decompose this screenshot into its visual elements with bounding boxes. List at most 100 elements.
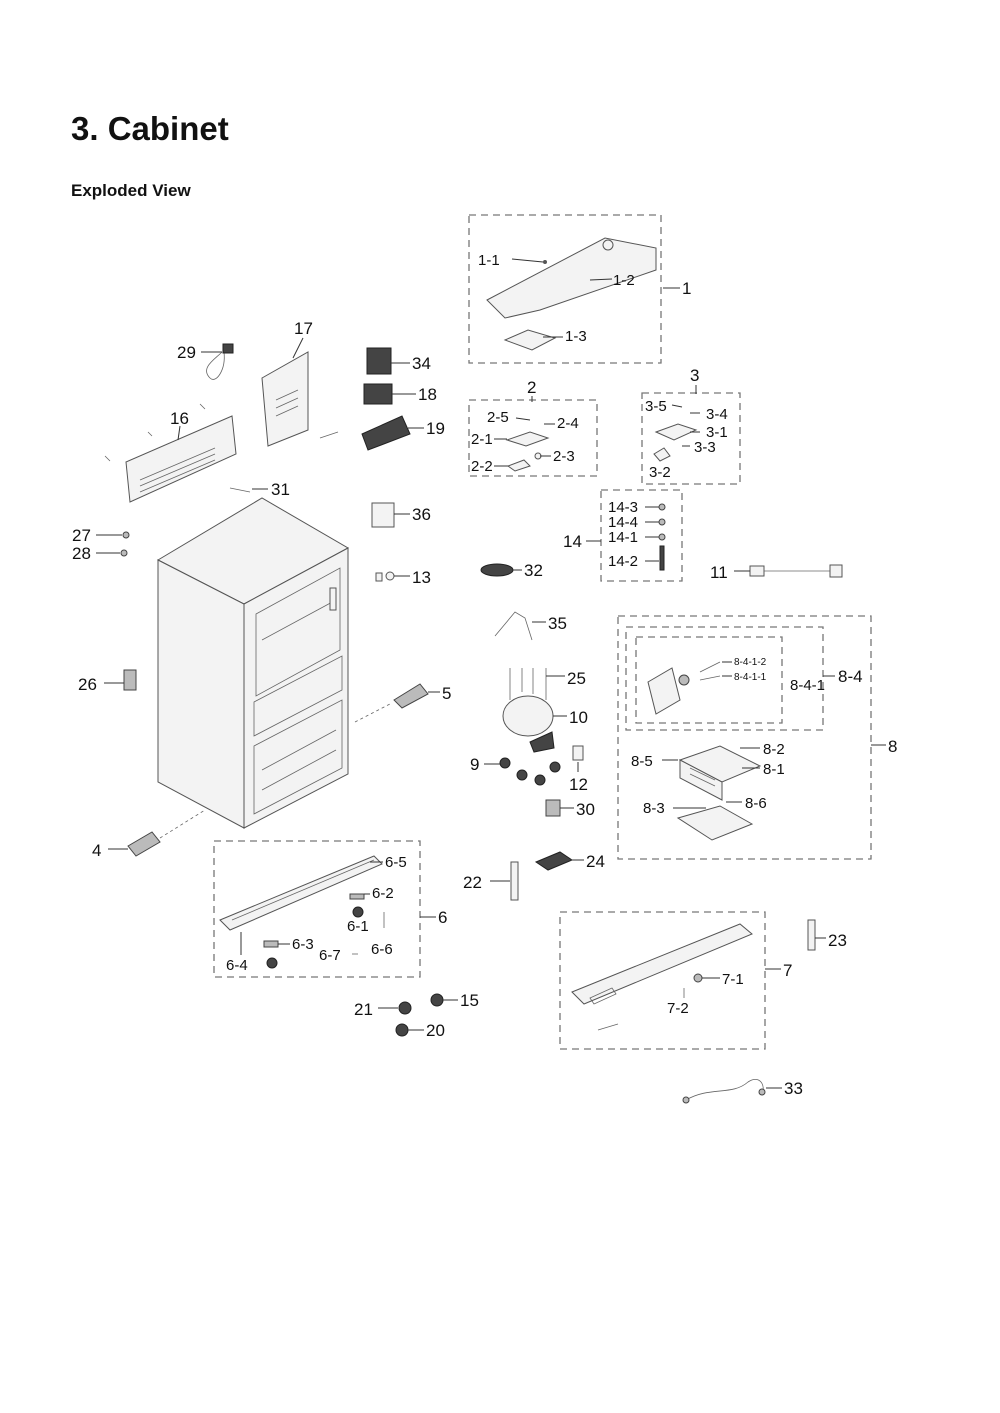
assembly-7-base-plate: 7-1 7-2 7 [559,911,792,1050]
callout-3-3: 3-3 [694,439,716,456]
callout-3: 3 [690,366,699,385]
callout-1-3: 1-3 [565,328,587,345]
assembly-1-top-hinge-bracket: 1-1 1-2 1-3 1 [468,214,691,364]
callout-5: 5 [442,684,451,703]
cabinet-body [156,497,350,829]
callout-7-1: 7-1 [722,971,744,988]
callout-3-4: 3-4 [706,406,728,423]
callout-15: 15 [460,991,479,1010]
part-26-bracket: 26 [78,669,137,694]
callout-6-2: 6-2 [372,885,394,902]
callout-33: 33 [784,1079,803,1098]
callout-14: 14 [563,532,582,551]
callout-6-1: 6-1 [347,918,369,935]
callout-11: 11 [710,563,728,582]
callout-18: 18 [418,385,437,404]
callout-8-4-1-2: 8-4-1-2 [734,657,767,668]
callout-17: 17 [294,319,313,338]
part-20-foot: 20 [395,1021,445,1040]
callout-6-5: 6-5 [385,854,407,871]
callout-24: 24 [586,852,605,871]
part-17-label-sheet: 17 [261,319,339,447]
page-subtitle: Exploded View [71,181,191,200]
callout-10: 10 [569,708,588,727]
callout-7: 7 [783,961,792,980]
assembly-14-screws: 14-3 14-4 14-1 14-2 14 [563,489,683,582]
part-33-wire: 33 [682,1078,803,1104]
callout-19: 19 [426,419,445,438]
callout-14-1: 14-1 [608,529,638,546]
part-11-power-cord: 11 [710,563,843,582]
callout-4: 4 [92,841,101,860]
callout-2: 2 [527,378,536,397]
part-5-hinge-bracket: 5 [354,683,451,723]
callout-1: 1 [682,279,691,298]
callout-6-6: 6-6 [371,941,393,958]
part-10-compressor: 10 25 [502,668,588,753]
callout-1-1: 1-1 [478,252,500,269]
callout-8-4: 8-4 [838,667,863,686]
part-19-main-pcb: 19 [361,415,445,451]
callout-2-2: 2-2 [471,458,493,475]
assembly-6-lower-hinge-bar: 6-5 6-2 6-1 6-6 6-7 6-3 6-4 6 [213,840,447,978]
callout-2-5: 2-5 [487,409,509,426]
callout-14-3: 14-3 [608,499,638,516]
part-36-cover: 36 [371,502,431,528]
callout-29: 29 [177,343,196,362]
callout-3-2: 3-2 [649,464,671,481]
callout-27: 27 [72,526,91,545]
part-31-screw: 31 [229,480,290,499]
callout-8-6: 8-6 [745,795,767,812]
part-21-foot: 21 [354,1000,412,1019]
callout-6-7: 6-7 [319,947,341,964]
part-13-sensor: 13 [375,568,431,587]
callout-9: 9 [470,755,479,774]
callout-2-4: 2-4 [557,415,579,432]
assembly-2-hinge-left: 2 2-5 2-4 2-1 2-3 2-2 [468,378,598,477]
part-16-rear-cover: 16 [104,403,237,503]
part-18-pcb: 18 [363,383,437,405]
callout-14-4: 14-4 [608,514,638,531]
part-28-screw: 28 [72,544,128,563]
callout-8: 8 [888,737,897,756]
part-32-fan: 32 [480,561,543,580]
callout-8-4-1-1: 8-4-1-1 [734,672,767,683]
callout-34: 34 [412,354,431,373]
assembly-8-fan-motor: 8-4-1-2 8-4-1-1 8-4-1 8-4 8 8-5 8-2 8-1 … [617,615,897,860]
callout-12: 12 [569,775,588,794]
callout-28: 28 [72,544,91,563]
part-9-rubber-feet: 9 [470,755,561,786]
callout-20: 20 [426,1021,445,1040]
callout-2-1: 2-1 [471,431,493,448]
callout-6-4: 6-4 [226,957,248,974]
callout-22: 22 [463,873,482,892]
callout-1-2: 1-2 [613,272,635,289]
part-15-foot: 15 [430,991,479,1010]
callout-8-5: 8-5 [631,753,653,770]
part-35-pipe: 35 [494,611,567,641]
callout-8-1: 8-1 [763,761,785,778]
callout-32: 32 [524,561,543,580]
page-title: 3. Cabinet [71,110,229,147]
part-24-valve: 24 [534,851,605,871]
part-30-overload: 30 [545,799,595,819]
callout-36: 36 [412,505,431,524]
callout-16: 16 [170,409,189,428]
assembly-3-hinge-right: 3 3-5 3-4 3-1 3-3 3-2 [641,366,741,485]
callout-2-3: 2-3 [553,448,575,465]
callout-3-5: 3-5 [645,398,667,415]
part-22-dryer: 22 [463,861,519,901]
callout-31: 31 [271,480,290,499]
callout-3-1: 3-1 [706,424,728,441]
callout-7-2: 7-2 [667,1000,689,1017]
part-12-relay: 12 [569,745,588,794]
callout-23: 23 [828,931,847,950]
callout-8-4-1: 8-4-1 [790,677,825,694]
callout-6: 6 [438,908,447,927]
callout-8-3: 8-3 [643,800,665,817]
callout-8-2: 8-2 [763,741,785,758]
part-27-screw: 27 [72,526,130,545]
part-34-pcb: 34 [366,347,431,375]
part-23-pipe: 23 [807,919,847,951]
